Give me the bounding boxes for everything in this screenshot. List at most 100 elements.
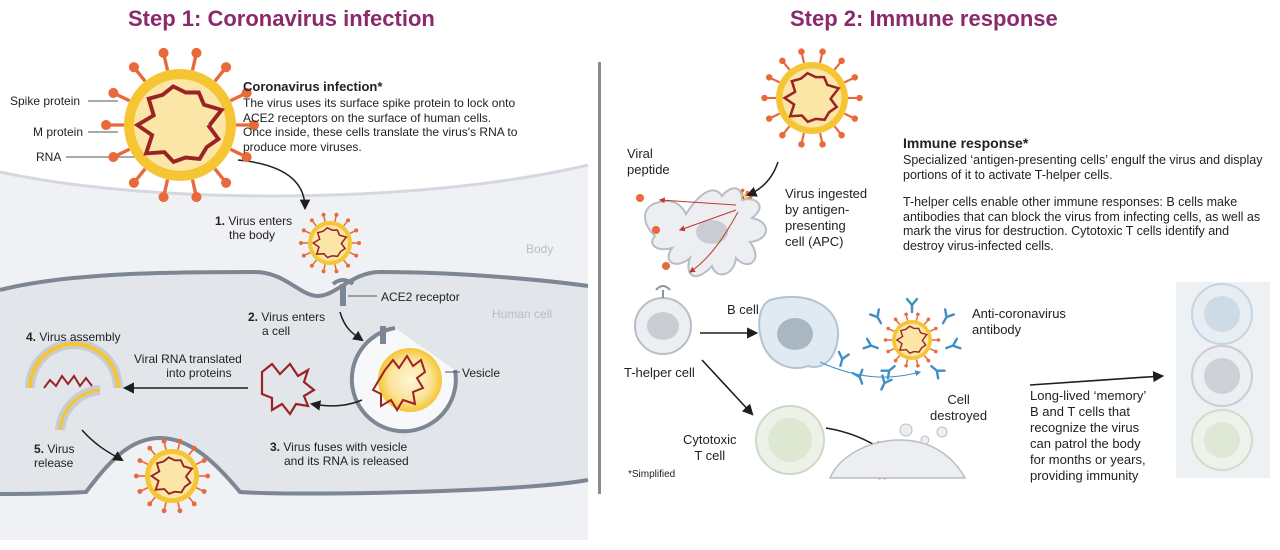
vesicle-shape [349, 326, 458, 434]
label-antibody-l2: antibody [972, 322, 1022, 337]
viral-peptide-dot-1 [636, 194, 644, 202]
b-cell-shape [758, 295, 840, 370]
step1-line2: the body [229, 228, 276, 242]
antibody-4 [945, 337, 962, 350]
antibody-flow [819, 361, 922, 378]
step4-num: 4. [26, 330, 37, 344]
arrow-memory [1029, 371, 1165, 386]
label-translated-l2: into proteins [166, 366, 232, 380]
arrow-release [81, 429, 124, 462]
virus-anatomy [101, 47, 259, 203]
label-apc-l1: Virus ingested [785, 186, 868, 201]
arrow-enters-cell [339, 311, 364, 342]
step2-title: Step 2: Immune response [790, 6, 1058, 31]
destroyed-cell-shape [828, 423, 967, 479]
human-cell-membrane-bottom [0, 435, 589, 496]
label-simplified: *Simplified [628, 469, 676, 480]
label-translated: Viral RNA translated into proteins [134, 352, 242, 380]
label-memory-l3: recognize the virus [1030, 420, 1140, 435]
label-spike-protein: Spike protein [10, 94, 81, 108]
label-translated-l1: Viral RNA translated [134, 352, 242, 366]
virus-released [133, 438, 211, 514]
step2-line2: a cell [262, 324, 291, 338]
label-memory-l2: B and T cells that [1030, 404, 1130, 419]
step2-line1: Virus enters [261, 310, 326, 324]
intro-body: The virus uses its surface spike protein… [243, 96, 518, 154]
arrow-virus-enters-body [237, 159, 311, 211]
step5-num: 5. [34, 442, 45, 456]
step1-title: Step 1: Coronavirus infection [128, 6, 435, 31]
step3-line1: Virus fuses with vesicle [283, 440, 408, 454]
label-memory-l4: can patrol the body [1030, 436, 1141, 451]
antibody-8 [837, 350, 850, 367]
step1-num: 1. [215, 214, 226, 228]
apc-red-path-3 [689, 211, 739, 273]
step5-label: 5. Virus release [34, 442, 74, 470]
label-cytotoxic-l1: Cytotoxic [683, 432, 737, 447]
label-apc-l4: cell (APC) [785, 234, 844, 249]
step2-num: 2. [248, 310, 259, 324]
apc-red-path-1 [658, 197, 737, 206]
label-memory-l1: Long-lived ‘memory’ [1030, 388, 1147, 403]
label-memory-l5: for months or years, [1030, 452, 1146, 467]
apc-red-path-2 [678, 209, 737, 232]
virus-apc-target [761, 48, 863, 148]
t-helper-cell-shape [634, 285, 692, 355]
label-memory-l6: providing immunity [1030, 468, 1139, 483]
label-viral-peptide-l2: peptide [627, 162, 670, 177]
step3-line2: and its RNA is released [284, 454, 409, 468]
body-surface [0, 163, 589, 198]
label-human-cell: Human cell [492, 307, 553, 321]
antibody-1 [868, 308, 883, 325]
label-apc-l2: by antigen- [785, 202, 850, 217]
free-rna [260, 362, 316, 416]
antibody-5 [930, 364, 946, 380]
apc-nucleus [696, 220, 728, 244]
label-antibody-l1: Anti-coronavirus [972, 306, 1066, 321]
arrow-ingest [746, 161, 779, 197]
step3-num: 3. [270, 440, 281, 454]
antibody-9 [851, 368, 864, 385]
label-destroyed-l2: destroyed [930, 408, 988, 423]
label-cytotoxic: Cytotoxic T cell [683, 432, 736, 464]
arrow-fuse [309, 399, 363, 411]
step4-text: Virus assembly [39, 330, 121, 344]
label-cell-destroyed: Cell destroyed [930, 392, 987, 424]
immune-p1: Specialized ‘antigen-presenting cells’ e… [903, 153, 1263, 182]
memory-cells [1191, 283, 1253, 471]
label-apc: Virus ingested by antigen- presenting ce… [785, 186, 867, 250]
arrow-to-cytotoxic [701, 359, 754, 416]
assembly-partial [25, 339, 123, 389]
label-apc-l3: presenting [785, 218, 846, 233]
step1-label: 1. Virus enters the body [215, 214, 292, 242]
label-rna: RNA [36, 150, 62, 164]
viral-peptide-dot-2 [652, 226, 660, 234]
step5-line2: release [34, 456, 74, 470]
immune-p2: T-helper cells enable other immune respo… [903, 195, 1261, 253]
assembly-second [55, 385, 101, 431]
antibody-7 [862, 337, 879, 350]
intro-heading: Coronavirus infection* [243, 79, 383, 94]
label-antibody: Anti-coronavirus antibody [972, 306, 1066, 338]
antibody-6 [880, 364, 896, 380]
label-t-helper: T-helper cell [624, 365, 695, 380]
step5-line1: Virus [47, 442, 75, 456]
antibody-10 [880, 374, 893, 391]
label-destroyed-l1: Cell [947, 392, 970, 407]
antibody-3 [941, 308, 956, 325]
step1-line1: Virus enters [228, 214, 293, 228]
ace2-receptor-shape [331, 278, 355, 306]
antibody-2 [905, 297, 919, 314]
step2-label: 2. Virus enters a cell [248, 310, 325, 338]
label-viral-peptide-l1: Viral [627, 146, 653, 161]
step4-label: 4. Virus assembly [26, 330, 121, 344]
panel-divider [598, 62, 601, 494]
label-cytotoxic-l2: T cell [694, 448, 726, 463]
label-m-protein: M protein [33, 125, 84, 139]
human-cell-membrane [0, 269, 589, 299]
immune-heading: Immune response* [903, 135, 1029, 151]
cytotoxic-cell-shape [755, 405, 825, 475]
